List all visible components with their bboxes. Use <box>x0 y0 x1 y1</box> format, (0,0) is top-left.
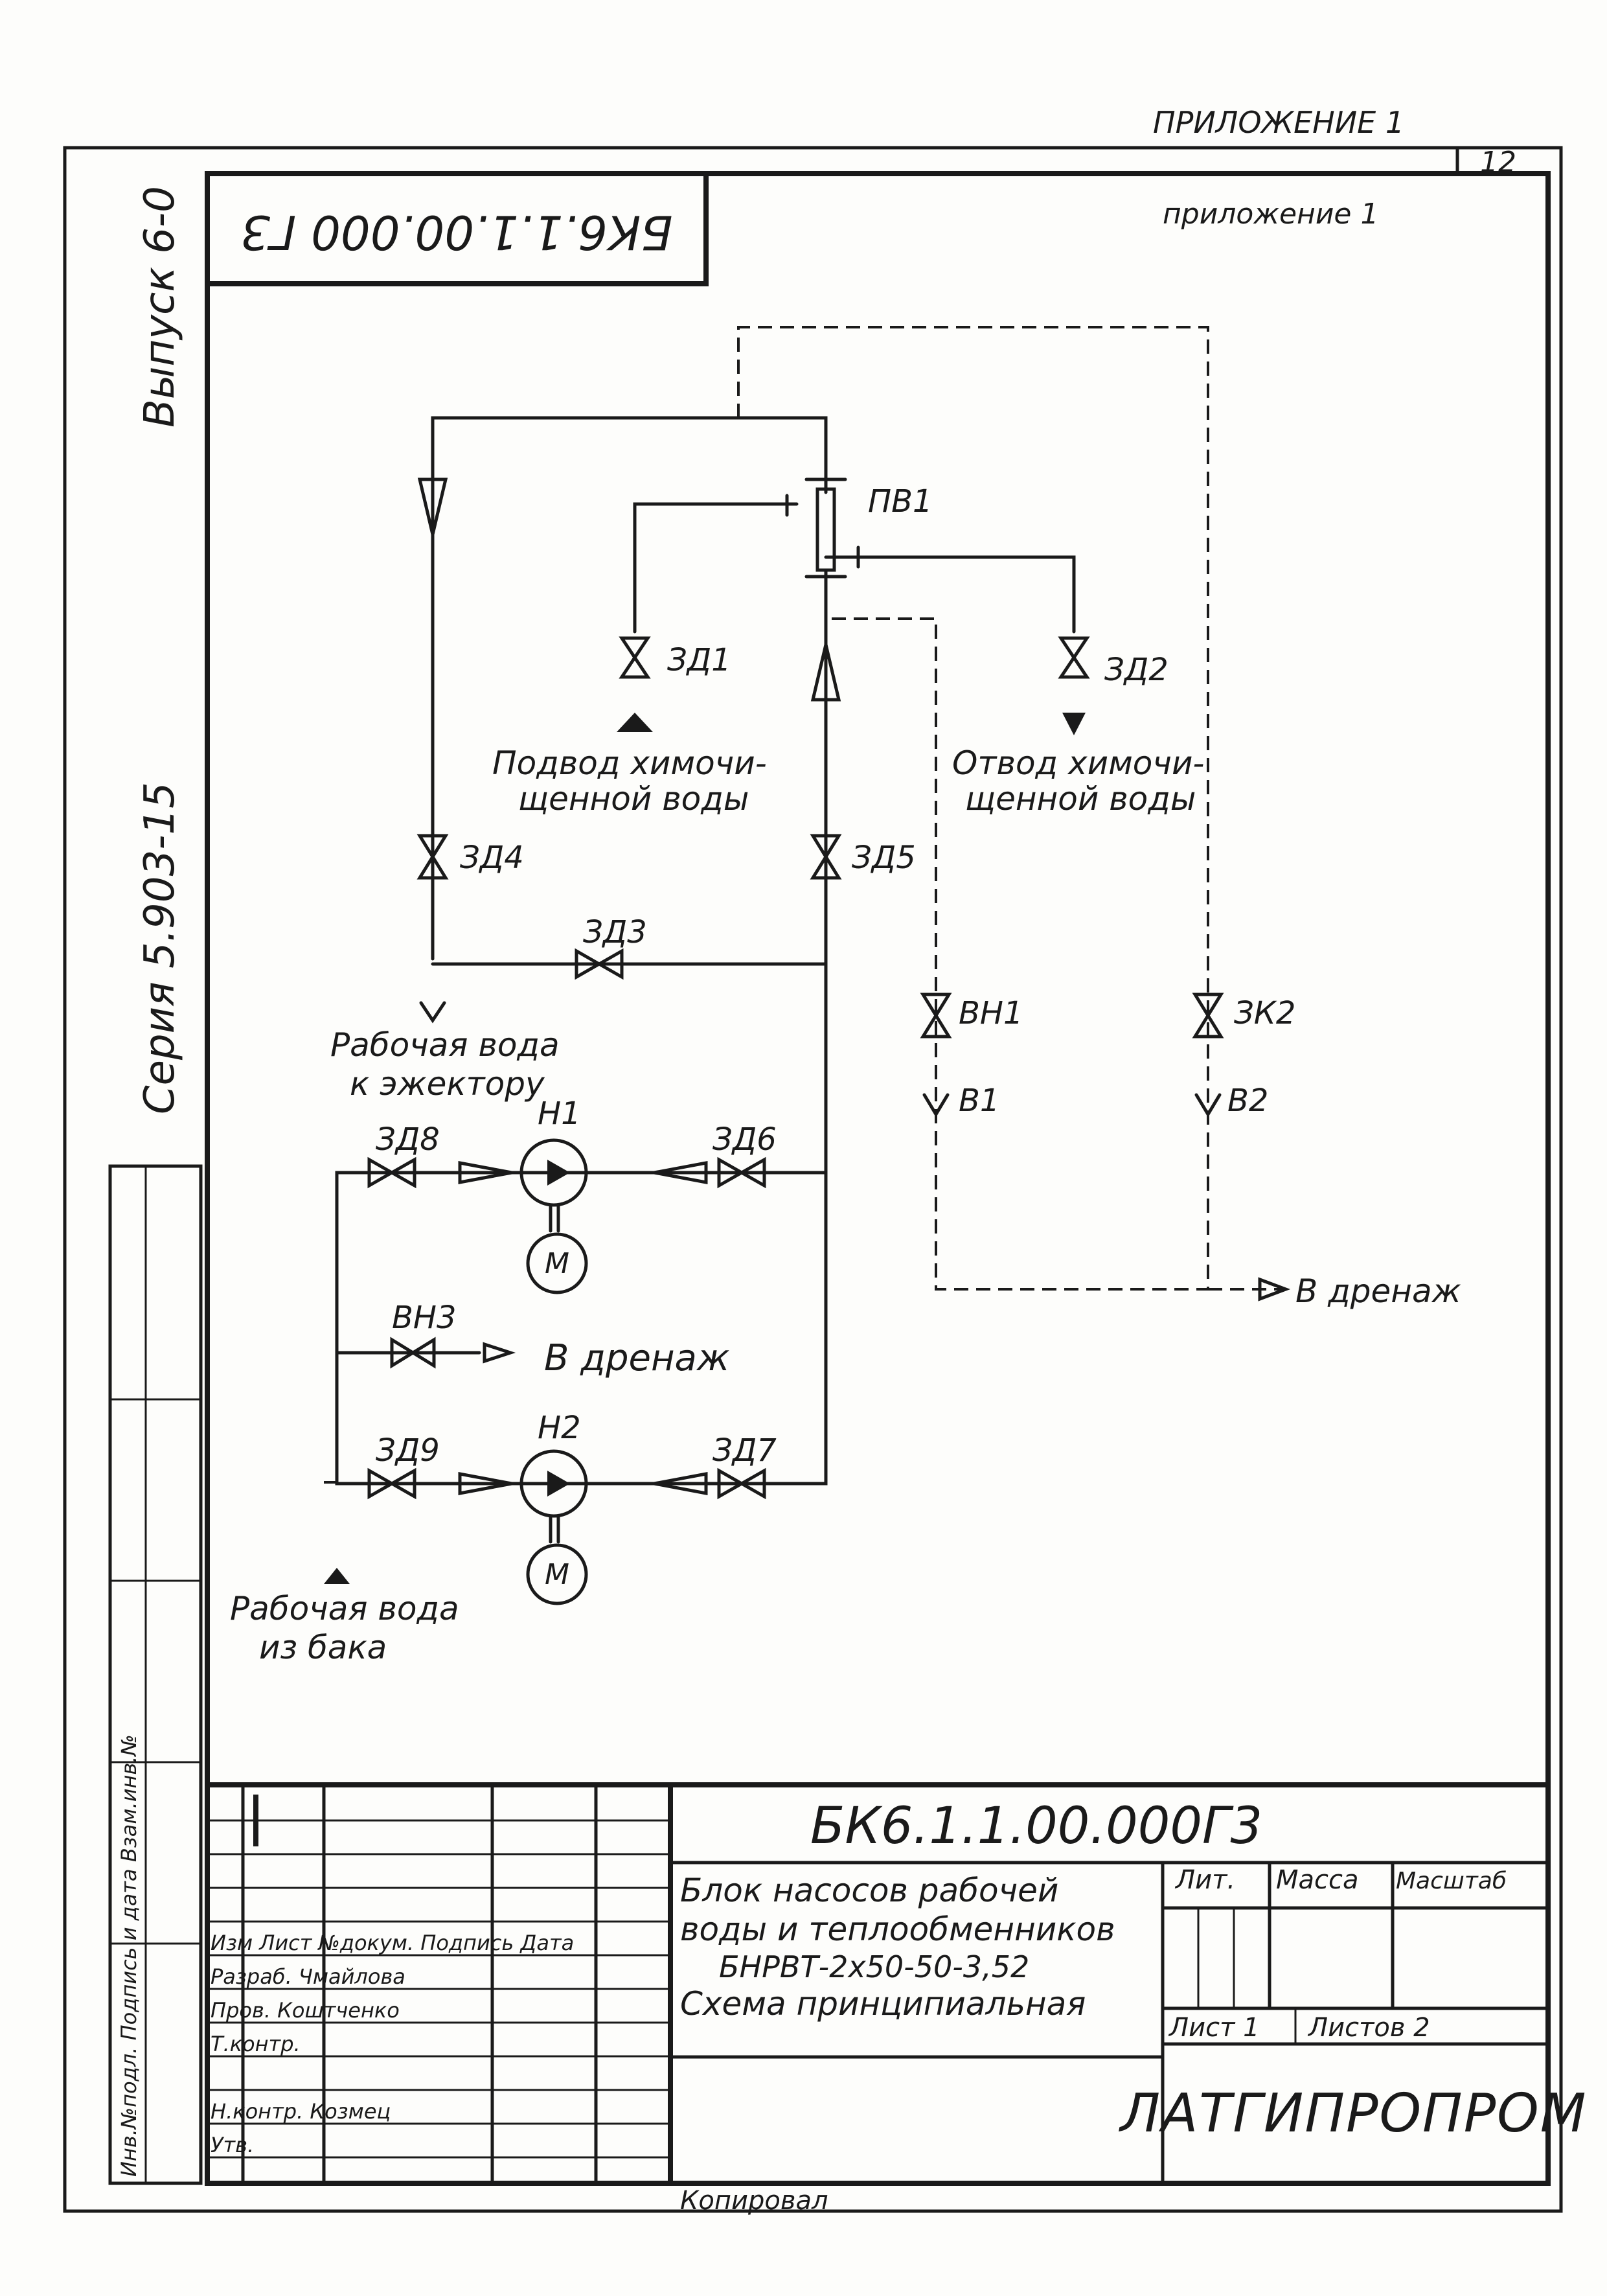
title-line-2: воды и теплообменников <box>680 1911 1115 1948</box>
label-zd9: ЗД9 <box>376 1432 440 1469</box>
label-zd5: ЗД5 <box>852 840 916 876</box>
label-zd3: ЗД3 <box>583 914 647 950</box>
pv1-component <box>785 477 860 579</box>
pipe-dashed <box>324 326 1282 1484</box>
footer-stamp: Копировал <box>680 2186 828 2216</box>
pipe-solid <box>335 416 1076 1486</box>
label-zd4: ЗД4 <box>460 840 524 876</box>
label-from-tank-2: из бака <box>259 1629 387 1666</box>
title-block <box>207 1782 1550 2185</box>
valve-zd9 <box>367 1467 416 1500</box>
label-vn1: ВН1 <box>959 995 1023 1031</box>
valve-zk2 <box>1192 993 1224 1039</box>
label-n1: Н1 <box>538 1096 581 1132</box>
valve-zd6 <box>717 1156 766 1189</box>
label-zd2: ЗД2 <box>1104 652 1168 688</box>
valve-zd7 <box>717 1467 766 1500</box>
label-to-drain-left: В дренаж <box>544 1337 729 1379</box>
label-drain-1: Отвод химочи- <box>952 744 1204 782</box>
valve-zd4 <box>416 834 449 880</box>
label-zd6: ЗД6 <box>712 1121 777 1158</box>
check-valves <box>458 1160 708 1496</box>
flow-arrows <box>324 477 1291 1584</box>
label-m2: М <box>545 1558 569 1591</box>
label-supply-2: щенной воды <box>518 780 749 818</box>
valve-zd2 <box>1058 636 1090 679</box>
sheet-number: 12 <box>1480 146 1516 179</box>
signature-row-developed: Разраб. Чмайлова <box>211 1964 405 1989</box>
label-to-ejector-1: Рабочая вода <box>330 1026 560 1064</box>
label-zd1: ЗД1 <box>667 642 731 678</box>
valve-zd1 <box>619 636 651 679</box>
label-vn3: ВН3 <box>392 1300 457 1336</box>
organization: ЛАТГИПРОПРОМ <box>1119 2083 1588 2144</box>
left-stamp-strip: Инв.№подл. Подпись и дата Взам.инв.№ <box>108 1164 203 2185</box>
label-zd8: ЗД8 <box>376 1121 440 1158</box>
document-code: БК6.1.1.00.000Г3 <box>810 1797 1262 1855</box>
label-supply-1: Подвод химочи- <box>492 744 767 782</box>
pump-n1 <box>519 1138 588 1294</box>
col-lit: Лит. <box>1174 1865 1235 1895</box>
label-to-drain-right: В дренаж <box>1295 1272 1461 1310</box>
label-b2: В2 <box>1227 1083 1268 1119</box>
valve-vn3 <box>390 1337 436 1369</box>
label-n2: Н2 <box>538 1410 581 1446</box>
label-b1: В1 <box>959 1083 999 1119</box>
signature-row-headers: Изм Лист №докум. Подпись Дата <box>211 1931 574 1955</box>
valve-zd5 <box>810 834 842 880</box>
stamp-strip-text: Инв.№подл. Подпись и дата Взам.инв.№ <box>117 1734 141 2177</box>
signature-row-ncontrol: Н.контр. Козмец <box>211 2099 391 2124</box>
sheets-count: Листов 2 <box>1307 2013 1430 2043</box>
label-pv1: ПВ1 <box>868 483 933 520</box>
appendix-top: ПРИЛОЖЕНИЕ 1 <box>1153 105 1404 140</box>
col-scale: Масштаб <box>1396 1868 1507 1894</box>
signature-row-checked: Пров. Коштченко <box>211 1998 400 2023</box>
valve-zd3 <box>575 948 624 980</box>
valve-vn1 <box>920 993 952 1039</box>
inverted-code-box: БК6.1.1.00.000 Г3 <box>205 171 709 286</box>
appendix-inner: приложение 1 <box>1163 198 1378 231</box>
label-zk2: ЗК2 <box>1234 995 1295 1031</box>
label-to-ejector-2: к эжектору <box>350 1065 545 1103</box>
signature-row-approved: Утв. <box>211 2133 254 2157</box>
col-mass: Масса <box>1276 1865 1359 1895</box>
signature-row-tcontrol: Т.контр. <box>211 2032 301 2056</box>
label-from-tank-1: Рабочая вода <box>230 1590 459 1627</box>
valve-zd8 <box>367 1156 416 1189</box>
title-line-3: БНРВТ-2х50-50-3,52 <box>719 1949 1029 1984</box>
title-line-1: Блок насосов рабочей <box>680 1872 1058 1909</box>
label-drain-2: щенной воды <box>965 780 1196 818</box>
title-line-4: Схема принципиальная <box>680 1985 1086 2023</box>
label-zd7: ЗД7 <box>712 1432 777 1469</box>
inverted-code: БК6.1.1.00.000 Г3 <box>240 205 672 259</box>
sheet-label: Лист 1 <box>1168 2013 1260 2043</box>
pump-n2 <box>519 1449 588 1605</box>
issue-label: Выпуск 6-0 <box>136 186 184 428</box>
sheet-frame <box>63 146 1563 2213</box>
series-label: Серия 5.903-15 <box>136 782 184 1114</box>
label-m1: М <box>545 1247 569 1280</box>
